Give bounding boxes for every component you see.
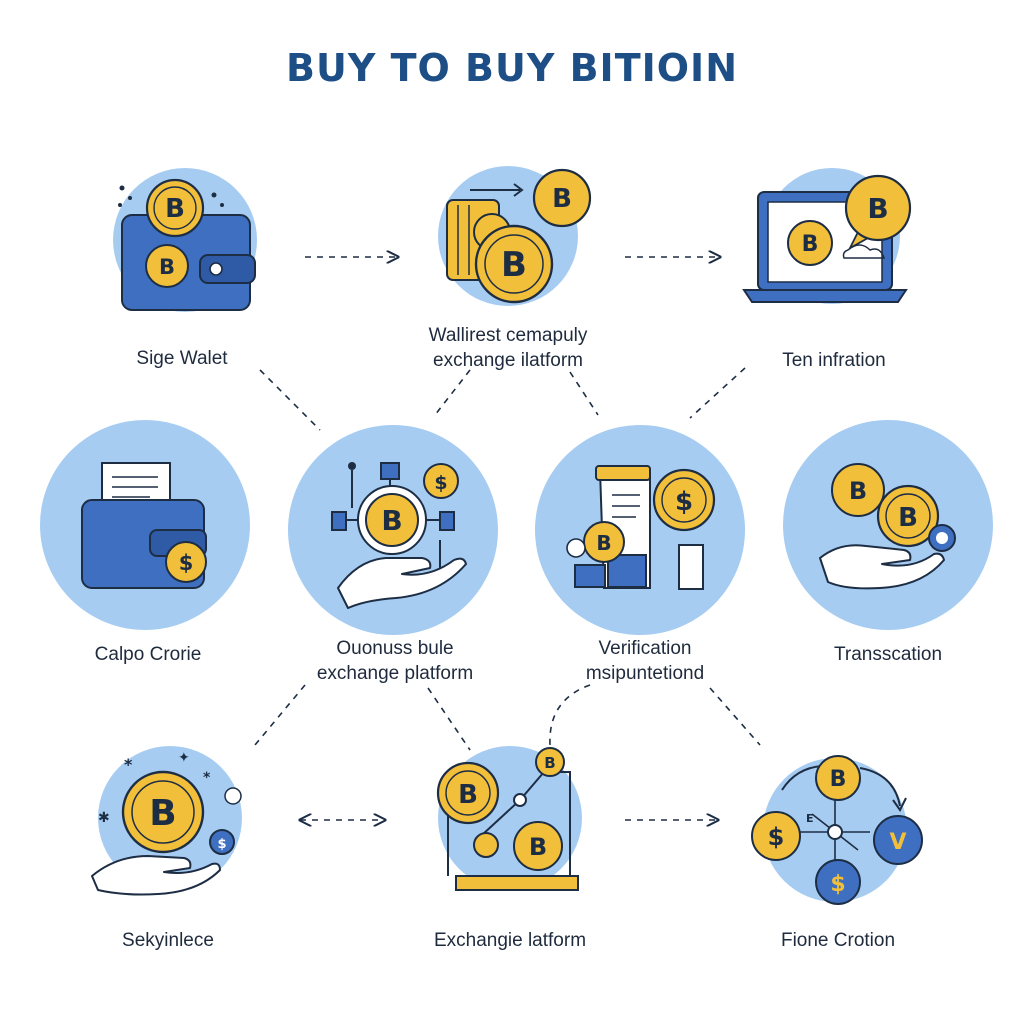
svg-text:$: $ — [830, 872, 845, 897]
link-wallet-hand — [259, 369, 321, 431]
svg-text:$: $ — [179, 551, 194, 575]
hand-coin-network-icon: B $ — [288, 425, 498, 635]
node-label-exchange-bottom: Exchangie latform — [400, 928, 620, 953]
node-label-transaction: Transscation — [788, 642, 988, 667]
laptop-chat-icon: B B — [742, 168, 912, 304]
node-label-line: msipuntetiond — [585, 663, 705, 684]
svg-text:✦: ✦ — [178, 749, 190, 765]
node-label-line: Sige Walet — [136, 348, 228, 369]
link-verification-exchange-bottom — [549, 684, 591, 746]
svg-text:B: B — [596, 531, 611, 555]
wallet-coins-icon: B B — [113, 168, 257, 312]
receipt-coin-icon: B $ — [535, 425, 745, 635]
svg-text:*: * — [203, 770, 211, 786]
link-exchange-hand — [434, 369, 471, 416]
node-label-line: Exchangie latform — [433, 930, 587, 951]
svg-text:B: B — [552, 184, 572, 214]
svg-text:✱: ✱ — [98, 809, 110, 825]
node-label-line: Ouonuss bule — [336, 638, 454, 659]
node-label-security: Sekyinlece — [78, 928, 258, 953]
svg-text:B: B — [458, 780, 478, 810]
svg-text:B: B — [544, 754, 555, 772]
svg-text:B: B — [898, 503, 918, 533]
node-label-line: Verification — [598, 638, 692, 659]
currency-convert-icon: E B $ V $ — [751, 755, 923, 905]
page-title: BUY TO BUY BITIOIN — [286, 46, 738, 90]
node-label-hand-network: Ouonuss bule exchange platform — [290, 636, 500, 686]
node-label-wallet-dollar: Calpo Crorie — [58, 642, 238, 667]
node-label-conversion: Fione Crotion — [740, 928, 936, 953]
svg-text:$: $ — [768, 823, 785, 851]
link-hand-exchange-bottom — [427, 687, 471, 751]
node-label-exchange-top: Wallirest cemapuly exchange ilatform — [388, 323, 628, 373]
node-label-line: Sekyinlece — [122, 930, 214, 951]
svg-text:B: B — [849, 477, 867, 505]
svg-text:B: B — [830, 767, 847, 792]
link-exchange-verification — [569, 371, 599, 416]
node-label-line: Transscation — [833, 644, 943, 665]
svg-text:$: $ — [217, 837, 226, 852]
node-label-line: exchange platform — [316, 663, 474, 684]
coin-stack-icon: B B — [438, 166, 592, 306]
svg-text:V: V — [889, 830, 906, 855]
node-label-laptop: Ten infration — [734, 348, 934, 373]
link-verification-conversion — [709, 687, 761, 746]
node-label-line: Fione Crotion — [780, 930, 896, 951]
wallet-dollar-icon: $ — [40, 420, 250, 630]
svg-text:B: B — [802, 232, 819, 257]
svg-text:B: B — [501, 245, 527, 285]
svg-text:E: E — [806, 812, 814, 825]
svg-text:$: $ — [434, 472, 447, 494]
node-label-line: exchange ilatform — [433, 350, 583, 371]
hand-bitcoin-sparkle-icon: * ✦ * ✱ B $ — [91, 746, 242, 896]
connectors — [254, 257, 761, 820]
svg-text:B: B — [165, 194, 185, 224]
node-label-line: Ten infration — [782, 350, 886, 371]
link-hand-security — [254, 684, 306, 746]
svg-text:B: B — [159, 255, 175, 279]
node-label-verification: Verification msipuntetiond — [540, 636, 750, 686]
node-label-line: Calpo Crorie — [94, 644, 202, 665]
chart-coins-icon: B B B — [436, 746, 582, 891]
hand-coins-icon: B B — [783, 420, 993, 630]
node-label-wallet: Sige Walet — [92, 346, 272, 371]
link-laptop-verification — [689, 367, 746, 419]
svg-text:$: $ — [675, 487, 693, 517]
svg-text:B: B — [529, 833, 547, 861]
svg-text:B: B — [867, 192, 888, 225]
svg-text:B: B — [381, 504, 402, 537]
node-label-line: Wallirest cemapuly — [428, 325, 588, 346]
svg-text:*: * — [124, 755, 133, 774]
svg-text:B: B — [149, 793, 176, 834]
